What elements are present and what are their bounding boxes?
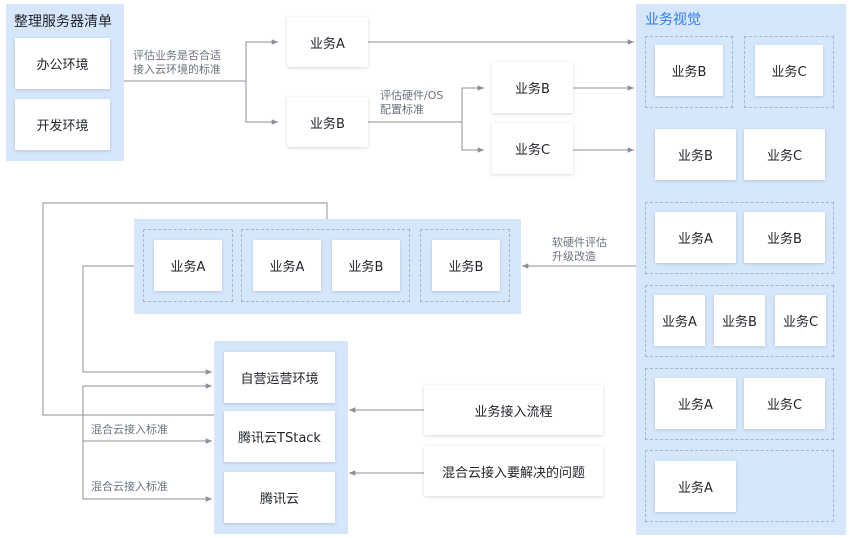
eval-cloud-label-line1: 评估业务是否合适 — [133, 49, 221, 62]
upgrade-item[interactable]: 业务A — [253, 240, 321, 291]
access-flow-node[interactable]: 业务接入流程 — [424, 385, 603, 435]
view-item[interactable]: 业务B — [655, 45, 723, 96]
business-view-title: 业务视觉 — [645, 12, 701, 28]
inventory-title: 整理服务器清单 — [14, 14, 112, 30]
upgrade-item[interactable]: 业务B — [432, 240, 500, 291]
fork-to-biz-c-arrow — [461, 122, 484, 153]
view-item[interactable]: 业务B — [744, 212, 825, 263]
view-item[interactable]: 业务C — [755, 45, 823, 96]
view-group-row1-right — [744, 36, 834, 108]
upgrade-item[interactable]: 业务A — [154, 240, 222, 291]
eval-hw-label-line2: 配置标准 — [380, 103, 424, 116]
view-item[interactable]: 业务C — [744, 129, 825, 180]
fork-to-biz-b2-arrow — [461, 85, 484, 122]
office-env-node[interactable]: 办公环境 — [15, 38, 110, 89]
view-item[interactable]: 业务A — [654, 295, 705, 346]
flow-biz-c-node[interactable]: 业务C — [492, 123, 573, 174]
tstack-env-node[interactable]: 腾讯云TStack — [224, 411, 335, 462]
view-item[interactable]: 业务C — [744, 378, 825, 429]
view-item[interactable]: 业务A — [655, 378, 736, 429]
view-group-row6 — [645, 450, 834, 522]
upgrade-item[interactable]: 业务B — [332, 240, 400, 291]
upgrade-group-2 — [241, 229, 410, 302]
upgrade-label-line1: 软硬件评估 — [552, 236, 607, 249]
eval-hw-label-line1: 评估硬件/OS — [380, 89, 444, 102]
hybrid-std-2-arrow — [82, 441, 212, 502]
view-item[interactable]: 业务A — [655, 461, 736, 512]
eval-to-biz-a-arrow — [245, 39, 278, 81]
view-item[interactable]: 业务B — [714, 295, 765, 346]
view-item[interactable]: 业务C — [775, 295, 826, 346]
eval-to-biz-b-arrow — [245, 81, 278, 125]
view-group-row5 — [645, 368, 834, 440]
tencent-cloud-env-node[interactable]: 腾讯云 — [224, 472, 335, 523]
eval-cloud-label-line2: 接入云环境的标准 — [133, 63, 221, 76]
upgrade-to-ops-arrow — [82, 265, 212, 375]
hybrid-problems-node[interactable]: 混合云接入要解决的问题 — [424, 446, 603, 496]
view-item[interactable]: 业务B — [655, 129, 736, 180]
hybrid-std-label: 混合云接入标准 — [91, 423, 168, 436]
upgrade-top-loop-line — [42, 202, 328, 416]
dev-env-node[interactable]: 开发环境 — [15, 99, 110, 150]
flow-biz-b-node[interactable]: 业务B — [287, 97, 368, 147]
upgrade-group-3 — [420, 229, 510, 302]
upgrade-label-line2: 升级改造 — [552, 250, 596, 263]
view-group-row1-left — [645, 36, 733, 108]
flow-biz-b2-node[interactable]: 业务B — [492, 62, 573, 113]
view-item[interactable]: 业务A — [655, 212, 736, 263]
view-group-row4 — [645, 285, 834, 357]
hybrid-std-label: 混合云接入标准 — [91, 480, 168, 493]
flow-biz-a-node[interactable]: 业务A — [287, 17, 368, 67]
self-ops-env-node[interactable]: 自营运营环境 — [224, 352, 335, 403]
upgrade-group-1 — [143, 229, 233, 302]
view-group-row3 — [645, 202, 834, 274]
